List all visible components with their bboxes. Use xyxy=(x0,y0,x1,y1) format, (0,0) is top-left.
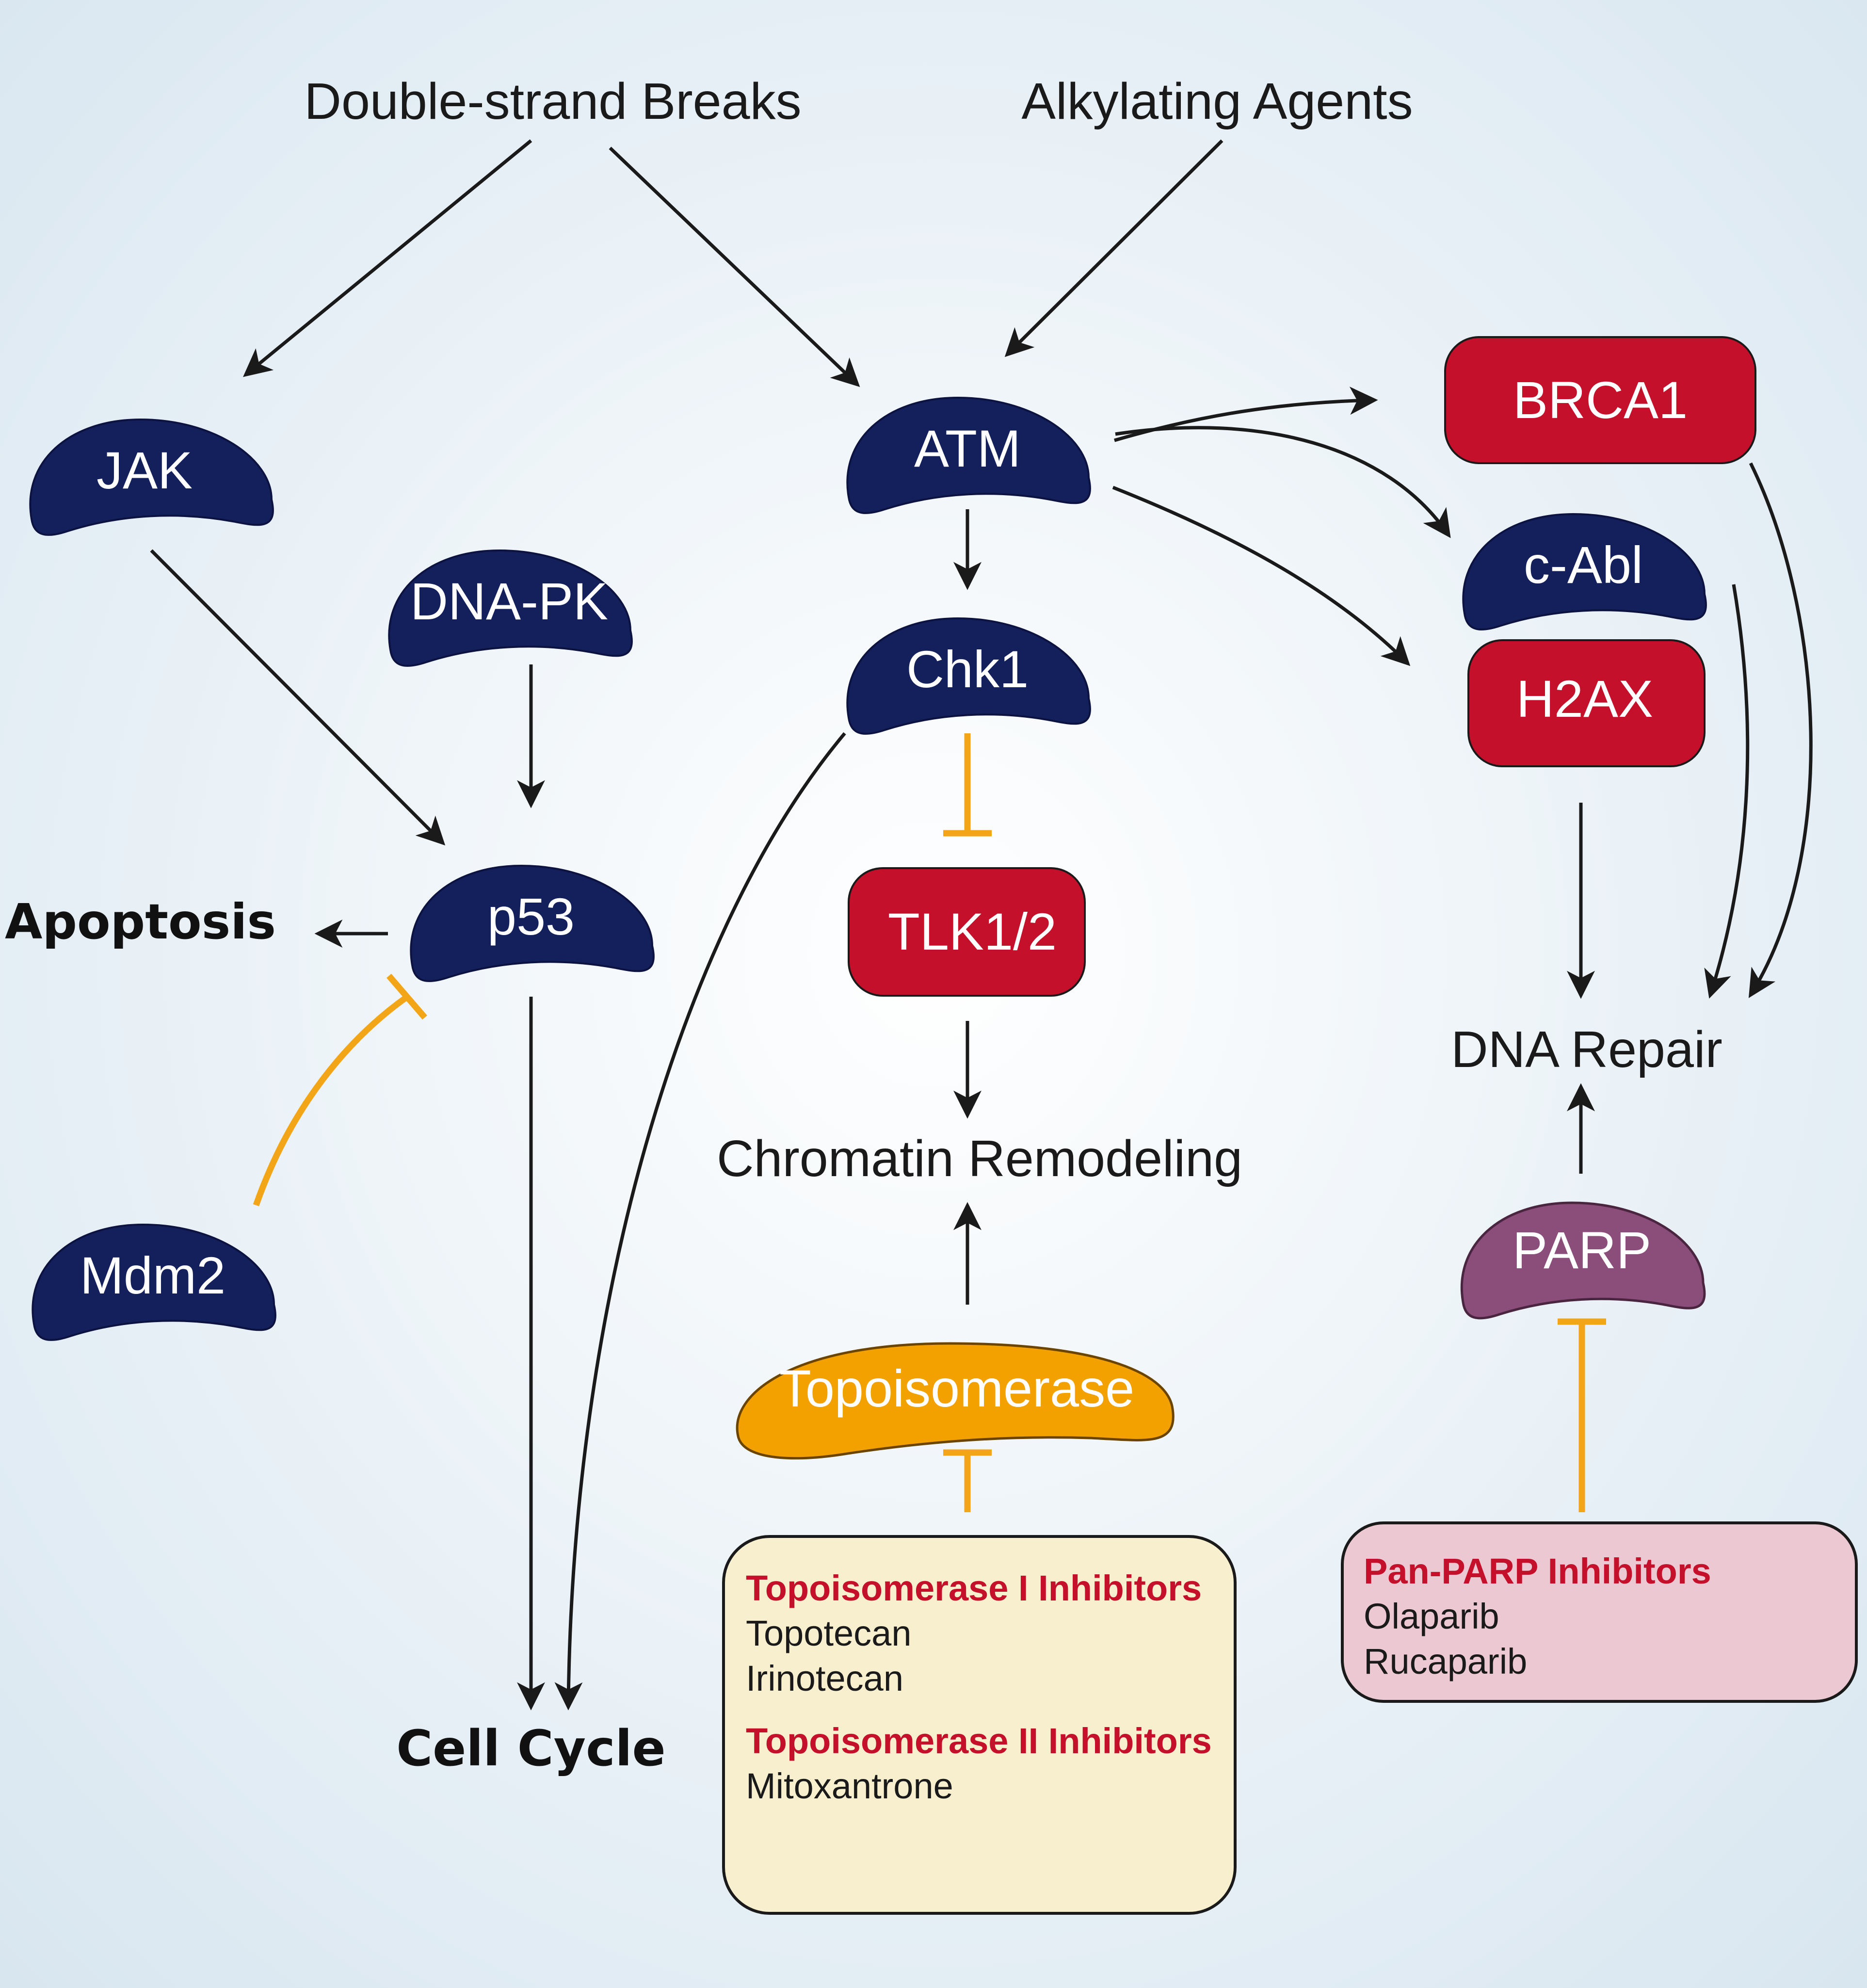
topo-i-drug: Irinotecan xyxy=(746,1658,903,1698)
arrow-atm-to-h2ax xyxy=(1112,485,1411,666)
inhibit-mdm2-p53-bar xyxy=(386,973,427,1020)
label-apoptosis: Apoptosis xyxy=(5,893,276,950)
node-topoisomerase-label: Topoisomerase xyxy=(779,1359,1134,1418)
node-chk1[interactable]: Chk1 xyxy=(846,617,1091,735)
node-topoisomerase[interactable]: Topoisomerase xyxy=(736,1342,1175,1460)
node-tlk[interactable]: TLK1/2 xyxy=(848,867,1086,997)
node-tlk-label: TLK1/2 xyxy=(888,902,1057,961)
arrow-c-abl-to-dna-repair xyxy=(1704,584,1750,999)
activation-arrows xyxy=(150,139,1813,1711)
arrow-jak-to-p53 xyxy=(150,549,446,846)
topo-ii-inhibitors-heading: Topoisomerase II Inhibitors xyxy=(746,1721,1212,1761)
label-alkylating-agents: Alkylating Agents xyxy=(1021,73,1413,130)
parp-drug: Olaparib xyxy=(1364,1596,1499,1636)
inhibition-lines xyxy=(253,733,1606,1512)
node-dna-pk[interactable]: DNA-PK xyxy=(388,549,633,667)
node-jak-label: JAK xyxy=(97,441,193,500)
arrow-chk1-to-cell-cycle xyxy=(554,732,846,1711)
arrow-dsb-to-atm xyxy=(609,146,860,388)
node-mdm2-label: Mdm2 xyxy=(80,1246,225,1305)
node-jak[interactable]: JAK xyxy=(29,418,274,536)
label-double-strand-breaks: Double-strand Breaks xyxy=(304,73,801,130)
arrow-dsb-to-jak xyxy=(243,139,532,377)
topoisomerase-inhibitors-box: Topoisomerase I Inhibitors Topotecan Iri… xyxy=(722,1535,1237,1915)
node-h2ax-label: H2AX xyxy=(1516,669,1653,728)
node-brca1[interactable]: BRCA1 xyxy=(1444,336,1756,464)
node-chk1-label: Chk1 xyxy=(906,640,1029,698)
topo-i-drug: Topotecan xyxy=(746,1613,912,1653)
arrow-atm-to-c-abl xyxy=(1115,426,1451,538)
arrow-alkylating-to-atm xyxy=(1004,139,1223,357)
node-parp-label: PARP xyxy=(1513,1221,1651,1279)
node-brca1-label: BRCA1 xyxy=(1513,371,1688,429)
node-c-abl-label: c-Abl xyxy=(1524,535,1643,594)
node-h2ax[interactable]: H2AX xyxy=(1467,639,1706,767)
parp-inhibitors-box: Pan-PARP Inhibitors Olaparib Rucaparib xyxy=(1341,1521,1858,1703)
pan-parp-inhibitors-heading: Pan-PARP Inhibitors xyxy=(1364,1551,1711,1591)
node-atm[interactable]: ATM xyxy=(846,396,1091,514)
label-cell-cycle: Cell Cycle xyxy=(396,1720,665,1778)
inhibit-mdm2-p53 xyxy=(253,994,409,1207)
node-mdm2[interactable]: Mdm2 xyxy=(32,1223,276,1341)
node-parp[interactable]: PARP xyxy=(1460,1201,1706,1320)
arrow-brca1-to-dna-repair xyxy=(1748,462,1813,998)
node-dna-pk-label: DNA-PK xyxy=(410,572,608,630)
topo-ii-drug: Mitoxantrone xyxy=(746,1766,953,1806)
label-dna-repair: DNA Repair xyxy=(1451,1021,1722,1078)
node-p53[interactable]: p53 xyxy=(410,864,655,982)
topo-i-inhibitors-heading: Topoisomerase I Inhibitors xyxy=(746,1568,1202,1608)
parp-drug: Rucaparib xyxy=(1364,1641,1527,1681)
label-chromatin-remodeling: Chromatin Remodeling xyxy=(717,1130,1242,1187)
node-c-abl[interactable]: c-Abl xyxy=(1462,513,1707,630)
node-p53-label: p53 xyxy=(487,887,575,946)
node-atm-label: ATM xyxy=(914,419,1021,478)
